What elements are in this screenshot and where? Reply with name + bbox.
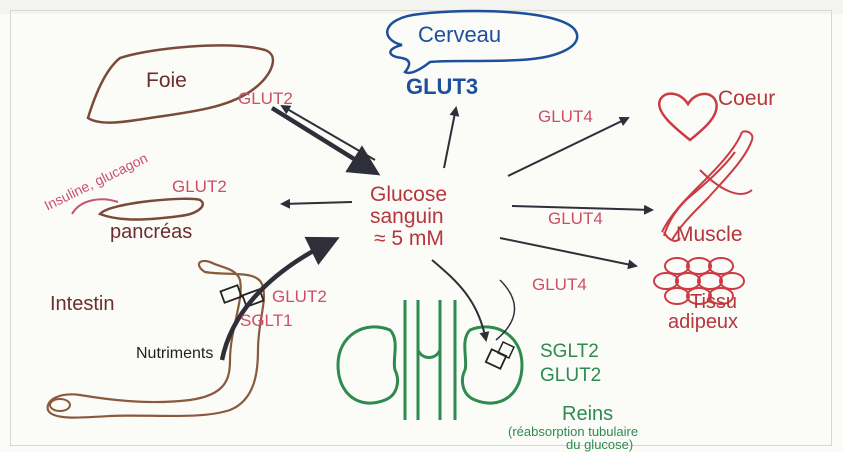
glut3-label: GLUT3 (406, 76, 478, 98)
hormone-arrow (72, 199, 118, 214)
foie-glut2-label: GLUT2 (238, 90, 293, 107)
intestine-transporter-1 (220, 285, 241, 302)
foie-label: Foie (146, 70, 187, 91)
intestin-glut2-label: GLUT2 (272, 288, 327, 305)
tissu-glut4-label: GLUT4 (532, 276, 587, 293)
intestine-shape (48, 261, 264, 418)
tissu-label-line1: Tissu (690, 292, 737, 312)
sglt1-label: SGLT1 (240, 312, 293, 329)
coeur-label: Coeur (718, 88, 775, 109)
reins-label: Reins (562, 404, 613, 424)
pancreas-glut2-label: GLUT2 (172, 178, 227, 195)
reins-sglt2-label: SGLT2 (540, 342, 599, 361)
coeur-glut4-label: GLUT4 (538, 108, 593, 125)
center-label-line2: sanguin (370, 206, 444, 227)
cerveau-label: Cerveau (418, 24, 501, 46)
muscle-glut4-label: GLUT4 (548, 210, 603, 227)
reins-note-line2: du glucose) (566, 438, 633, 451)
kidney-transporter (486, 349, 506, 368)
intestin-label: Intestin (50, 294, 114, 314)
center-label-line1: Glucose (370, 184, 447, 205)
kidneys-shape (338, 300, 522, 420)
heart-shape (659, 94, 716, 140)
center-label-line3: ≈ 5 mM (374, 228, 444, 249)
nutriments-label: Nutriments (136, 346, 213, 362)
pancreas-label: pancréas (110, 222, 192, 242)
muscle-label: Muscle (676, 224, 743, 245)
tissu-label-line2: adipeux (668, 312, 738, 332)
reins-glut2-label: GLUT2 (540, 366, 601, 385)
intestine-end (50, 399, 70, 411)
